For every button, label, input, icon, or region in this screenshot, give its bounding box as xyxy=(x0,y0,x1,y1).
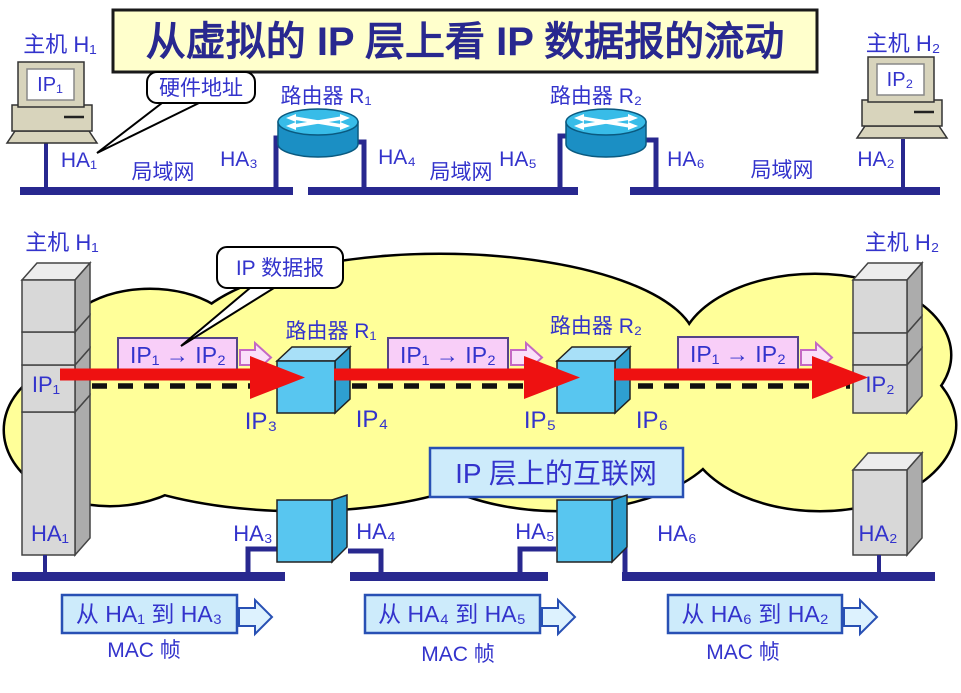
red-flow-arrow xyxy=(60,356,868,399)
lan1-label: 局域网 xyxy=(132,161,195,184)
host2-label-mid: 主机 H₂ xyxy=(865,230,940,255)
ip1-label: IP₁ xyxy=(32,372,60,397)
host1-screen-ip: IP₁ xyxy=(37,74,63,96)
host2-label-top: 主机 H₂ xyxy=(866,31,941,56)
mac-frame-text: 从 HA₁ 到 HA₃ xyxy=(76,601,222,627)
router2-label-mid: 路由器 R₂ xyxy=(550,315,642,338)
ha1-label-bottom: HA₁ xyxy=(31,521,69,546)
mac-frame-label: MAC 帧 xyxy=(421,643,495,666)
router2-mac-cube xyxy=(556,494,628,563)
hardware-address-callout: 硬件地址 xyxy=(96,71,256,154)
lan2-label: 局域网 xyxy=(430,161,493,184)
callout-box xyxy=(146,71,256,104)
page-title: 从虚拟的 IP 层上看 IP 数据报的流动 xyxy=(146,20,785,64)
mac-frame-box xyxy=(363,593,542,635)
ha6-label-top: HA₆ xyxy=(667,148,705,171)
cube3-left-link xyxy=(245,546,277,574)
callout-box xyxy=(216,246,344,289)
host1-label-mid: 主机 H₁ xyxy=(25,230,98,255)
cube4-left-link xyxy=(517,546,556,574)
mac-frame-text: 从 HA₄ 到 HA₅ xyxy=(378,601,526,627)
router2-icon xyxy=(564,107,648,159)
ha5-label-bottom: HA₅ xyxy=(515,519,554,544)
ha6-label-bottom: HA₆ xyxy=(657,521,696,546)
lan-bus-2 xyxy=(308,187,578,195)
lan-bus-bottom-2 xyxy=(350,572,548,581)
mac-frame-1: 从 HA₁ 到 HA₃ MAC 帧 xyxy=(60,593,273,662)
router1-label-top: 路由器 R₁ xyxy=(280,85,371,108)
ip5-label: IP₅ xyxy=(524,407,556,434)
lan-bus-bottom-1 xyxy=(12,572,285,581)
ha4-label-top: HA₄ xyxy=(378,146,416,169)
lan3-label: 局域网 xyxy=(751,159,814,182)
link-layer-section: HA₁ HA₃ HA₄ HA₅ HA₆ HA₂ 从 HA₁ 到 HA₃ MAC … xyxy=(12,494,935,666)
datagram-text-1: IP₁ → IP₂ xyxy=(130,342,226,368)
ha5-label-top: HA₅ xyxy=(499,148,537,171)
title-box xyxy=(111,8,819,74)
router1-label-mid: 路由器 R₁ xyxy=(285,320,376,343)
host1-stack xyxy=(20,261,92,557)
mac-frame-text: 从 HA₆ 到 HA₂ xyxy=(681,601,828,627)
datagram-box-1 xyxy=(117,337,238,374)
ha2-label-top: HA₂ xyxy=(857,148,894,171)
lan-bus-1 xyxy=(20,187,293,195)
host2-stack xyxy=(851,261,924,557)
host1-label-top: 主机 H₁ xyxy=(23,32,96,57)
mac-frame-box xyxy=(60,593,239,635)
lan-bus-bottom-3 xyxy=(622,572,935,581)
host2-screen-ip: IP₂ xyxy=(887,69,914,91)
hardware-address-label: 硬件地址 xyxy=(159,77,243,100)
ip6-label: IP₆ xyxy=(636,407,668,434)
mac-frame-label: MAC 帧 xyxy=(706,641,780,664)
ha3-label-top: HA₃ xyxy=(220,148,258,171)
ip3-label: IP₃ xyxy=(245,408,277,435)
mac-frame-2: 从 HA₄ 到 HA₅ MAC 帧 xyxy=(363,593,576,666)
ip4-label: IP₄ xyxy=(356,406,388,433)
mac-frame-box xyxy=(666,593,844,635)
ip-layer-section: 主机 H₁ 主机 H₂ xyxy=(20,230,940,557)
cube3-right-link xyxy=(348,548,384,574)
datagram-box-3 xyxy=(677,336,799,374)
ip-datagram-label: IP 数据报 xyxy=(236,257,324,280)
router2-label-top: 路由器 R₂ xyxy=(550,85,642,108)
mac-frame-3: 从 HA₆ 到 HA₂ MAC 帧 xyxy=(666,593,878,664)
ip-layer-internet-box: IP 层上的互联网 xyxy=(428,446,685,499)
ha1-label-top: HA₁ xyxy=(61,149,97,172)
datagram-box-2 xyxy=(387,337,509,374)
datagram-text-2: IP₁ → IP₂ xyxy=(400,342,496,368)
internet-label: IP 层上的互联网 xyxy=(455,458,657,489)
title-banner: 从虚拟的 IP 层上看 IP 数据报的流动 xyxy=(111,8,819,74)
router1-mac-cube xyxy=(276,494,348,563)
mac-frame-label: MAC 帧 xyxy=(107,639,181,662)
datagram-text-3: IP₁ → IP₂ xyxy=(690,341,786,367)
ha3-label-bottom: HA₃ xyxy=(233,521,273,546)
ha4-label-bottom: HA₄ xyxy=(356,519,396,544)
internet-label-box xyxy=(428,446,685,499)
physical-network-section: IP₁ IP₂ 主机 H₁ 主机 H₂ 路由器 R₁ 路由器 R₂ HA₁ HA… xyxy=(5,31,949,195)
ip-datagram-callout: IP 数据报 xyxy=(180,246,344,347)
router1-icon xyxy=(276,107,360,159)
ha2-label-bottom: HA₂ xyxy=(858,521,897,546)
lan-bus-3 xyxy=(630,187,940,195)
ip2-label: IP₂ xyxy=(865,372,894,397)
